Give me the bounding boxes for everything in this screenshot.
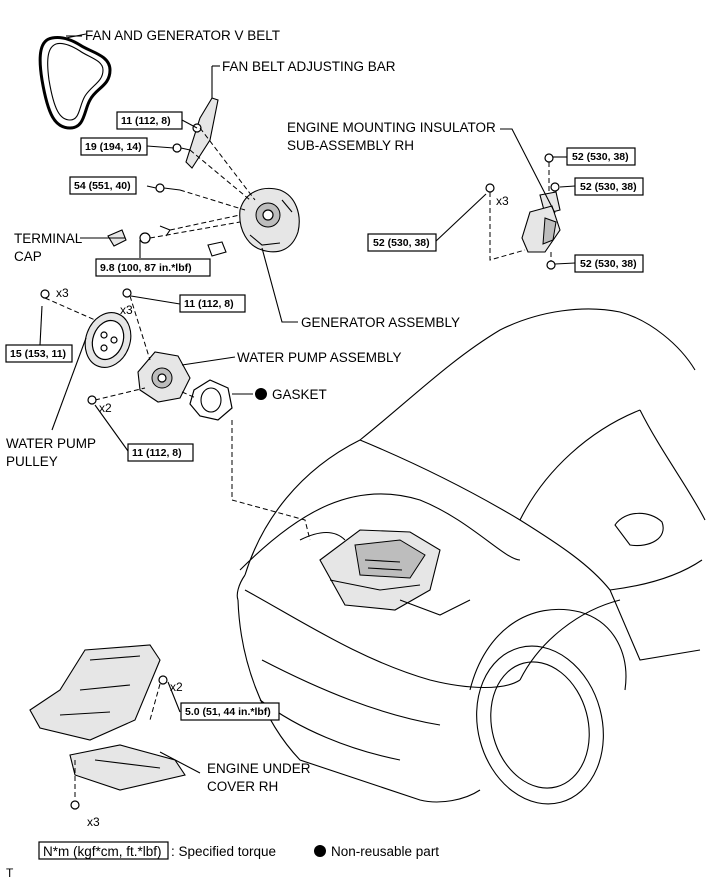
torque-gen-bolt-text: 54 (551, 40) — [74, 180, 131, 192]
qty-mount: x3 — [496, 194, 509, 208]
water-pump-pulley-drawing — [84, 312, 132, 368]
qty-under-bottom: x3 — [87, 815, 100, 829]
torque-gen-bolt: 54 (551, 40) — [69, 176, 137, 195]
legend: N*m (kgf*cm, ft.*lbf) : Specified torque… — [38, 841, 439, 860]
torque-pump-bolt: 11 (112, 8) — [179, 294, 246, 313]
qty-under-side: x2 — [170, 680, 183, 694]
gasket-drawing — [181, 379, 311, 541]
torque-mount-top: 52 (530, 38) — [566, 147, 636, 166]
label-pulley-line2: PULLEY — [6, 454, 58, 469]
vehicle-outline — [236, 308, 706, 805]
label-under-line2: COVER RH — [207, 779, 278, 794]
qty-pump-lower: x2 — [99, 401, 112, 415]
torque-pulley-bolt: 15 (153, 11) — [5, 344, 73, 363]
torque-pump-lower: 11 (112, 8) — [127, 443, 194, 462]
legend-unit: N*m (kgf*cm, ft.*lbf) — [43, 844, 162, 859]
label-pulley-line1: WATER PUMP — [6, 436, 96, 451]
legend-nonreusable: Non-reusable part — [331, 844, 439, 859]
fan-belt-drawing — [38, 33, 112, 130]
leader-lines — [39, 35, 576, 774]
legend-specified: : Specified torque — [171, 844, 276, 859]
label-generator: GENERATOR ASSEMBLY — [301, 315, 460, 330]
torque-terminal: 9.8 (100, 87 in.*lbf) — [95, 258, 211, 277]
torque-mount-mid: 52 (530, 38) — [574, 177, 644, 196]
label-adjusting-bar: FAN BELT ADJUSTING BAR — [222, 59, 396, 74]
label-under-line1: ENGINE UNDER — [207, 761, 311, 776]
label-fan-belt: FAN AND GENERATOR V BELT — [85, 28, 280, 43]
water-pump-drawing — [40, 288, 191, 405]
label-mount-line1: ENGINE MOUNTING INSULATOR — [287, 120, 496, 135]
svg-text:9.8 (100, 87 in.*lbf): 9.8 (100, 87 in.*lbf) — [100, 262, 192, 274]
torque-mount-bottom: 52 (530, 38) — [574, 254, 644, 273]
svg-text:52 (530, 38): 52 (530, 38) — [572, 151, 629, 163]
svg-text:52 (530, 38): 52 (530, 38) — [580, 258, 637, 270]
svg-text:52 (530, 38): 52 (530, 38) — [373, 237, 430, 249]
nonreusable-legend-icon — [314, 845, 326, 857]
label-terminal-line1: TERMINAL — [14, 231, 83, 246]
label-mount-line2: SUB-ASSEMBLY RH — [287, 138, 414, 153]
nonreusable-marker-gasket — [255, 388, 267, 400]
label-gasket: GASKET — [272, 387, 327, 402]
svg-text:15 (153, 11): 15 (153, 11) — [10, 348, 66, 360]
label-terminal-line2: CAP — [14, 249, 42, 264]
qty-pump: x3 — [120, 303, 133, 317]
svg-text:11 (112, 8): 11 (112, 8) — [184, 298, 234, 310]
corner-mark: T — [6, 866, 14, 880]
svg-text:11 (112, 8): 11 (112, 8) — [132, 447, 182, 459]
torque-adj-pivot: 19 (194, 14) — [80, 137, 148, 156]
torque-mount-left: 52 (530, 38) — [367, 233, 437, 252]
svg-text:19 (194, 14): 19 (194, 14) — [85, 141, 142, 153]
generator-drawing — [107, 127, 300, 257]
svg-text:52 (530, 38): 52 (530, 38) — [580, 181, 637, 193]
engine-mount-drawing — [485, 153, 561, 270]
qty-pulley: x3 — [56, 286, 69, 300]
torque-under-cover: 5.0 (51, 44 in.*lbf) — [180, 702, 280, 721]
adjusting-bar-drawing — [172, 66, 219, 169]
torque-adj-top: 11 (112, 8) — [116, 111, 183, 130]
svg-text:5.0 (51, 44 in.*lbf): 5.0 (51, 44 in.*lbf) — [185, 706, 271, 718]
label-water-pump: WATER PUMP ASSEMBLY — [237, 350, 402, 365]
svg-text:11 (112, 8): 11 (112, 8) — [121, 115, 171, 127]
under-cover-drawing — [29, 644, 186, 810]
